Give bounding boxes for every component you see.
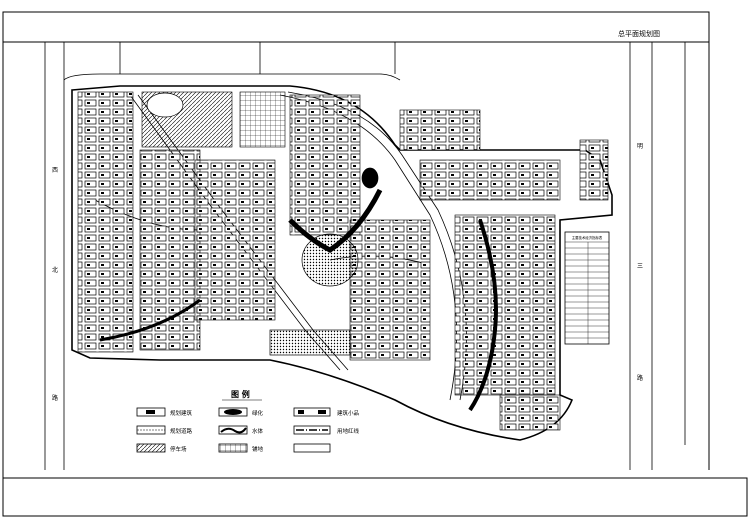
legend-label: 规划建筑 xyxy=(170,409,193,417)
legend-item-building: 规划建筑 xyxy=(136,407,193,417)
legend-label: 绿化 xyxy=(252,409,264,417)
indicator-table: 主要技术经济指标表 xyxy=(564,231,610,345)
legend-item-paving: 铺地 xyxy=(218,443,264,453)
road-name-left-char: 西 xyxy=(52,167,58,174)
road-name-left-char: 路 xyxy=(52,394,58,402)
road-name-right-char: 路 xyxy=(637,374,643,382)
road-name-right-char: 三 xyxy=(637,263,643,270)
indicator-table-rows xyxy=(565,241,609,344)
road-name-left-char: 北 xyxy=(52,266,58,274)
drawing-frame xyxy=(2,11,748,517)
legend-label: 用地红线 xyxy=(337,427,360,435)
legend-label: 水体 xyxy=(252,427,264,435)
road-name-left: 西 北 路 xyxy=(52,167,58,402)
empty-legend-swatch xyxy=(293,443,331,453)
legend-label: 停车场 xyxy=(170,445,187,453)
legend-label: 规划道路 xyxy=(170,427,193,435)
sheet-title: 总平面规划图 xyxy=(618,29,660,38)
legend-item-parking: 停车场 xyxy=(136,443,187,453)
road-name-right: 明 三 路 xyxy=(637,143,643,382)
parking-swatch-icon xyxy=(136,443,166,453)
landscape-feature-swatch-icon xyxy=(293,407,331,417)
legend-label: 铺地 xyxy=(252,445,264,453)
legend-item-road: 规划道路 xyxy=(136,425,193,435)
legend-title: 图 例 xyxy=(231,389,250,399)
paving-swatch-icon xyxy=(218,443,248,453)
legend-item-landscape-feature: 建筑小品 xyxy=(293,407,360,417)
legend-label: 建筑小品 xyxy=(337,409,360,417)
legend-item-water: 水体 xyxy=(218,425,264,435)
legend-item-greenery: 绿化 xyxy=(218,407,264,417)
site-boundary-line xyxy=(71,85,613,441)
map-legend: 图 例 规划建筑 绿化 建筑小品 规划道路 水体 xyxy=(136,389,360,453)
legend-item-boundary: 用地红线 xyxy=(293,425,360,435)
landscape-features xyxy=(99,92,498,412)
indicator-table-title: 主要技术经济指标表 xyxy=(572,235,603,240)
road-edges xyxy=(44,42,653,470)
road-name-right-char: 明 xyxy=(637,143,643,150)
